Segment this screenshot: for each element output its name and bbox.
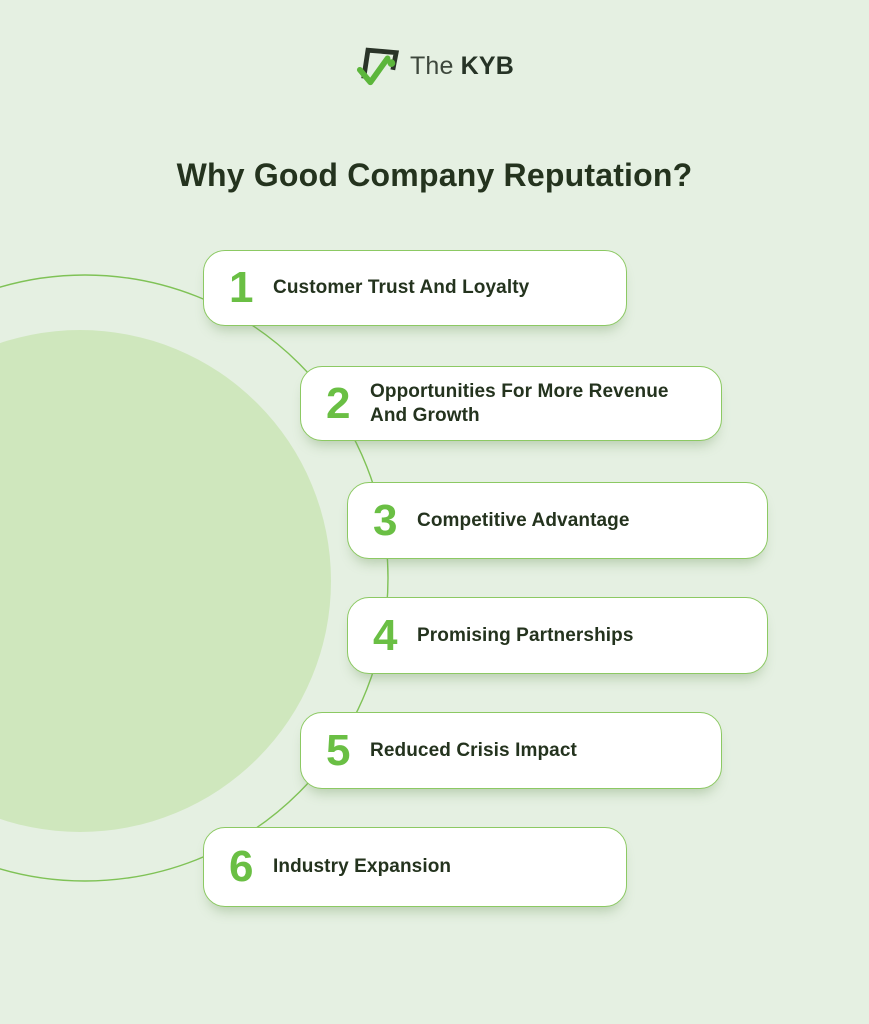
- benefit-card-2: 2 Opportunities For More Revenue And Gro…: [300, 366, 722, 441]
- benefit-label: Promising Partnerships: [417, 624, 634, 646]
- brand-logo-text: The KYB: [410, 52, 514, 81]
- brand-prefix: The: [409, 51, 454, 80]
- benefit-label: Industry Expansion: [273, 856, 452, 878]
- benefit-card-4: 4 Promising Partnerships: [347, 597, 768, 674]
- benefit-number: 6: [229, 842, 254, 891]
- benefit-card-3: 3 Competitive Advantage: [347, 482, 768, 559]
- benefit-number: 2: [326, 378, 351, 428]
- benefit-card-1: 1 Customer Trust And Loyalty: [203, 250, 627, 326]
- kyb-checkmark-logo-icon: [356, 47, 399, 86]
- benefit-card-5: 5 Reduced Crisis Impact: [300, 712, 722, 789]
- benefit-number: 5: [326, 725, 351, 775]
- benefit-number: 3: [373, 495, 398, 545]
- benefit-label: Competitive Advantage: [417, 509, 630, 531]
- benefit-number: 1: [229, 263, 254, 312]
- brand-name: KYB: [460, 51, 515, 80]
- page-title: Why Good Company Reputation?: [176, 157, 693, 194]
- background-filled-circle: [0, 330, 331, 832]
- benefit-label: Opportunities For More Revenue And Growt…: [370, 380, 669, 426]
- connector-outline-circle: [0, 274, 389, 882]
- benefit-card-6: 6 Industry Expansion: [203, 827, 627, 907]
- benefit-label: Reduced Crisis Impact: [370, 739, 577, 761]
- benefit-label: Customer Trust And Loyalty: [273, 277, 530, 299]
- benefit-number: 4: [373, 610, 398, 660]
- brand-logo: The KYB: [0, 44, 869, 88]
